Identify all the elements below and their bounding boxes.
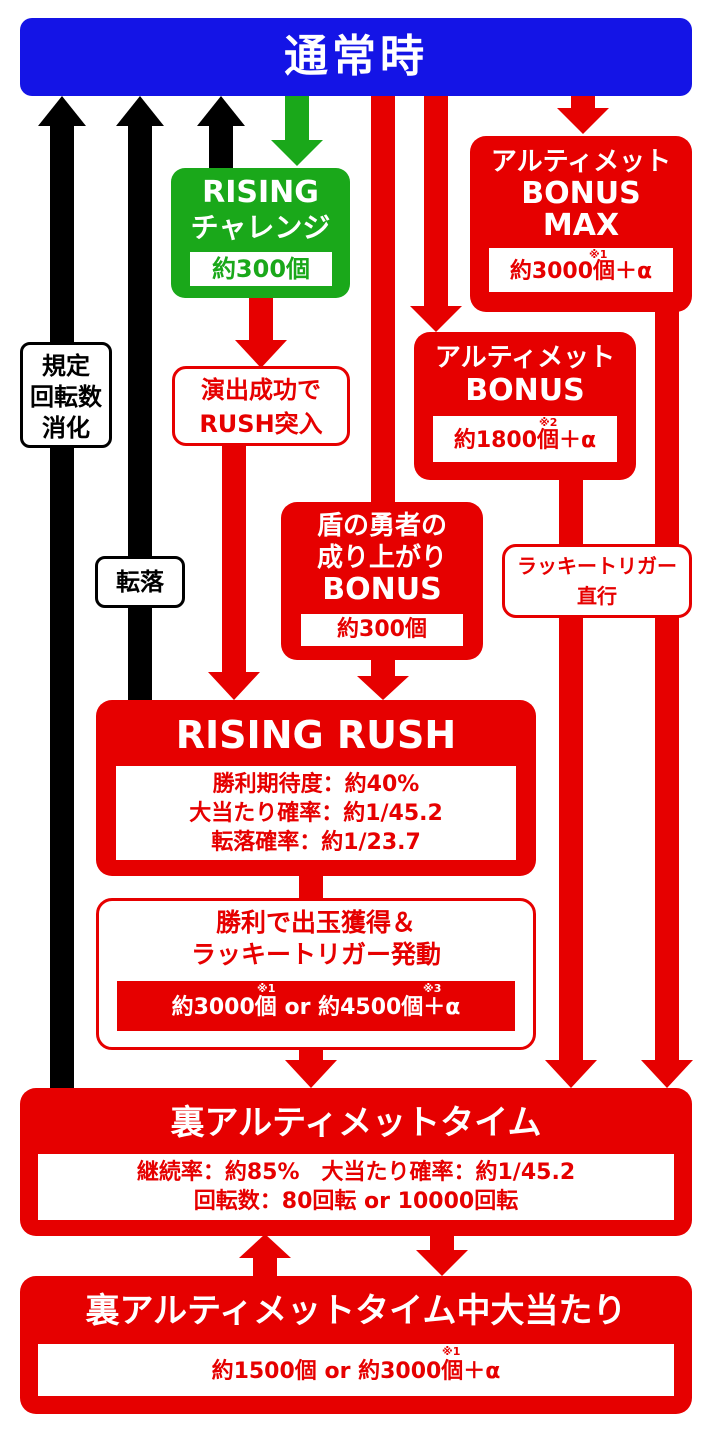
ura-time-box: 裏アルティメットタイム 継続率：約85% 大当たり確率：約1/45.2 回転数：… <box>20 1088 692 1236</box>
ura-time-info-box: 継続率：約85% 大当たり確率：約1/45.2 回転数：80回転 or 1000… <box>38 1154 674 1220</box>
ura-hit-note: ※1 <box>442 1345 461 1358</box>
ultimate-max-value-box: ※1 約3000個＋α <box>489 248 673 292</box>
label-fall: 転落 <box>95 556 185 608</box>
rising-challenge-value-box: 約300個 <box>190 252 332 286</box>
red-arrows <box>208 96 693 1278</box>
green-arrow <box>271 96 323 166</box>
tate-bonus-value-box: 約300個 <box>301 614 463 646</box>
label-rotation-limit-line1: 規定 <box>42 352 90 380</box>
ultimate-max-line1: アルティメット <box>490 147 672 177</box>
victory-box: 勝利で出玉獲得＆ ラッキートリガー発動 ※1 ※3 約3000個 or 約450… <box>96 898 536 1050</box>
label-rush-entry: 演出成功で RUSH突入 <box>172 366 350 446</box>
ura-hit-value-box: ※1 約1500個 or 約3000個＋α <box>38 1344 674 1396</box>
label-rush-entry-line1: 演出成功で <box>201 376 321 404</box>
rising-rush-info-box: 勝利期待度：約40% 大当たり確率：約1/45.2 転落確率：約1/23.7 <box>116 766 516 860</box>
victory-value-box: ※1 ※3 約3000個 or 約4500個＋α <box>117 981 515 1031</box>
ultimate-bonus-box: アルティメット BONUS ※2 約1800個＋α <box>414 332 636 480</box>
victory-line2: ラッキートリガー発動 <box>190 940 441 969</box>
ultimate-bonus-value-box: ※2 約1800個＋α <box>433 416 617 462</box>
rising-challenge-title1: RISING <box>202 175 319 210</box>
ura-hit-title: 裏アルティメットタイム中大当たり <box>85 1291 627 1331</box>
ura-time-continuation: 継続率：約85% 大当たり確率：約1/45.2 <box>136 1160 576 1185</box>
rising-rush-expectation: 勝利期待度：約40% <box>212 772 420 797</box>
victory-note1: ※1 <box>257 982 276 995</box>
rising-rush-title: RISING RUSH <box>175 713 457 757</box>
tate-bonus-line2: 成り上がり <box>316 543 447 573</box>
label-lucky-direct-line2: 直行 <box>577 584 617 608</box>
ura-time-rotations: 回転数：80回転 or 10000回転 <box>193 1189 519 1214</box>
ultimate-max-line2: BONUS <box>521 176 641 211</box>
rising-challenge-value: 約300個 <box>211 255 311 283</box>
label-rotation-limit-line2: 回転数 <box>30 383 102 411</box>
ultimate-max-note: ※1 <box>589 248 608 261</box>
label-lucky-direct-line1: ラッキートリガー <box>517 554 677 578</box>
ura-time-title: 裏アルティメットタイム <box>170 1103 542 1143</box>
victory-note3: ※3 <box>423 982 442 995</box>
victory-value: 約3000個 or 約4500個＋α <box>171 995 461 1020</box>
normal-state-box: 通常時 <box>20 18 692 96</box>
label-fall-text: 転落 <box>116 568 164 596</box>
ultimate-max-line3: MAX <box>542 208 620 243</box>
return-arrows-black <box>38 96 245 1096</box>
normal-state-title: 通常時 <box>284 31 428 82</box>
tate-bonus-line3: BONUS <box>322 572 442 607</box>
label-rush-entry-line2: RUSH突入 <box>199 410 323 438</box>
rising-rush-fall-probability: 転落確率：約1/23.7 <box>211 830 421 855</box>
label-rotation-limit-line3: 消化 <box>42 414 90 442</box>
tate-bonus-box: 盾の勇者の 成り上がり BONUS 約300個 <box>281 502 483 660</box>
victory-line1: 勝利で出玉獲得＆ <box>215 908 416 937</box>
ultimate-bonus-line2: BONUS <box>465 373 585 408</box>
rising-rush-box: RISING RUSH 勝利期待度：約40% 大当たり確率：約1/45.2 転落… <box>96 700 536 876</box>
rising-challenge-box: RISING チャレンジ 約300個 <box>171 168 350 298</box>
ura-hit-value: 約1500個 or 約3000個＋α <box>211 1359 501 1384</box>
rising-rush-hit-probability: 大当たり確率：約1/45.2 <box>189 801 443 826</box>
ultimate-bonus-value: 約1800個＋α <box>453 428 597 453</box>
label-lucky-direct: ラッキートリガー 直行 <box>502 544 692 618</box>
rising-challenge-title2: チャレンジ <box>190 211 331 244</box>
ultimate-bonus-max-box: アルティメット BONUS MAX ※1 約3000個＋α <box>470 136 692 312</box>
tate-bonus-line1: 盾の勇者の <box>316 511 447 541</box>
label-rotation-limit: 規定 回転数 消化 <box>20 342 112 448</box>
ura-hit-box: 裏アルティメットタイム中大当たり ※1 約1500個 or 約3000個＋α <box>20 1276 692 1414</box>
tate-bonus-value: 約300個 <box>337 617 427 642</box>
ultimate-bonus-note: ※2 <box>539 416 558 429</box>
ultimate-max-value: 約3000個＋α <box>509 259 653 284</box>
ultimate-bonus-line1: アルティメット <box>434 343 616 373</box>
